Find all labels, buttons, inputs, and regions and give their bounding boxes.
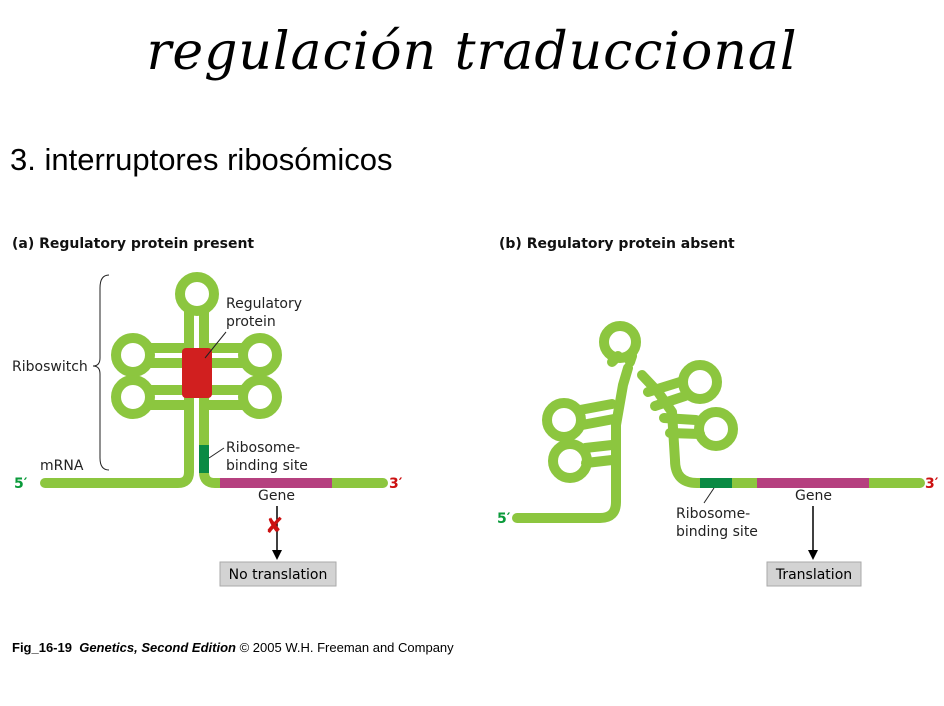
panel-a-blocked-mark: ✘ — [265, 514, 283, 539]
panel-a-three-prime: 3′ — [389, 476, 403, 492]
panel-a: (a) Regulatory protein present — [12, 236, 403, 587]
panel-a-gene-arrowhead — [272, 550, 282, 560]
panel-a-riboswitch-label: Riboswitch — [12, 359, 88, 375]
panel-a-protein-label-line1: Regulatory — [226, 296, 302, 312]
panel-a-gene-segment — [220, 478, 332, 488]
panel-b-three-prime: 3′ — [925, 476, 939, 492]
panel-a-regulatory-protein — [182, 348, 212, 398]
panel-a-mrna-label: mRNA — [40, 458, 84, 474]
panel-a-header: (a) Regulatory protein present — [12, 236, 254, 252]
panel-b: (b) Regulatory protein absent — [497, 236, 939, 587]
caption-book-title: Genetics, Second Edition — [79, 640, 236, 655]
panel-b-gene-segment — [757, 478, 869, 488]
panel-b-rbs-pointer — [703, 487, 715, 504]
slide-subtitle: 3. interruptores ribosómicos — [10, 142, 393, 177]
panel-a-protein-pointer — [204, 331, 227, 359]
panel-b-rbs-segment — [700, 478, 732, 488]
panel-a-rbs-label-line1: Ribosome- — [226, 440, 300, 456]
panel-a-five-prime: 5′ — [14, 476, 28, 492]
panel-a-result-label: No translation — [229, 567, 328, 583]
panel-b-rbs-label-line2: binding site — [676, 524, 758, 540]
panel-b-gene-arrowhead — [808, 550, 818, 560]
panel-a-riboswitch-structure — [40, 272, 388, 488]
panel-b-aptamer-structure — [512, 321, 925, 523]
panel-a-riboswitch-bracket — [92, 274, 110, 471]
slide-title: regulación traduccional — [146, 22, 798, 82]
caption-copyright: © 2005 W.H. Freeman and Company — [239, 640, 454, 655]
panel-a-rbs-label-line2: binding site — [226, 458, 308, 474]
panel-b-header: (b) Regulatory protein absent — [499, 236, 735, 252]
riboswitch-figure: (a) Regulatory protein present — [12, 236, 939, 587]
panel-a-gene-label: Gene — [258, 488, 295, 504]
panel-b-result-label: Translation — [775, 567, 852, 583]
panel-b-result-box — [766, 561, 862, 587]
panel-b-gene-label: Gene — [795, 488, 832, 504]
figure-caption: Fig_16-19 Genetics, Second Edition © 200… — [12, 640, 454, 655]
panel-b-five-prime: 5′ — [497, 511, 511, 527]
panel-a-rbs-segment — [199, 445, 209, 473]
panel-a-protein-label-line2: protein — [226, 314, 276, 330]
panel-a-result-box — [219, 561, 337, 587]
panel-b-rbs-label-line1: Ribosome- — [676, 506, 750, 522]
caption-fig-number: Fig_16-19 — [12, 640, 72, 655]
panel-a-rbs-pointer — [208, 447, 225, 459]
